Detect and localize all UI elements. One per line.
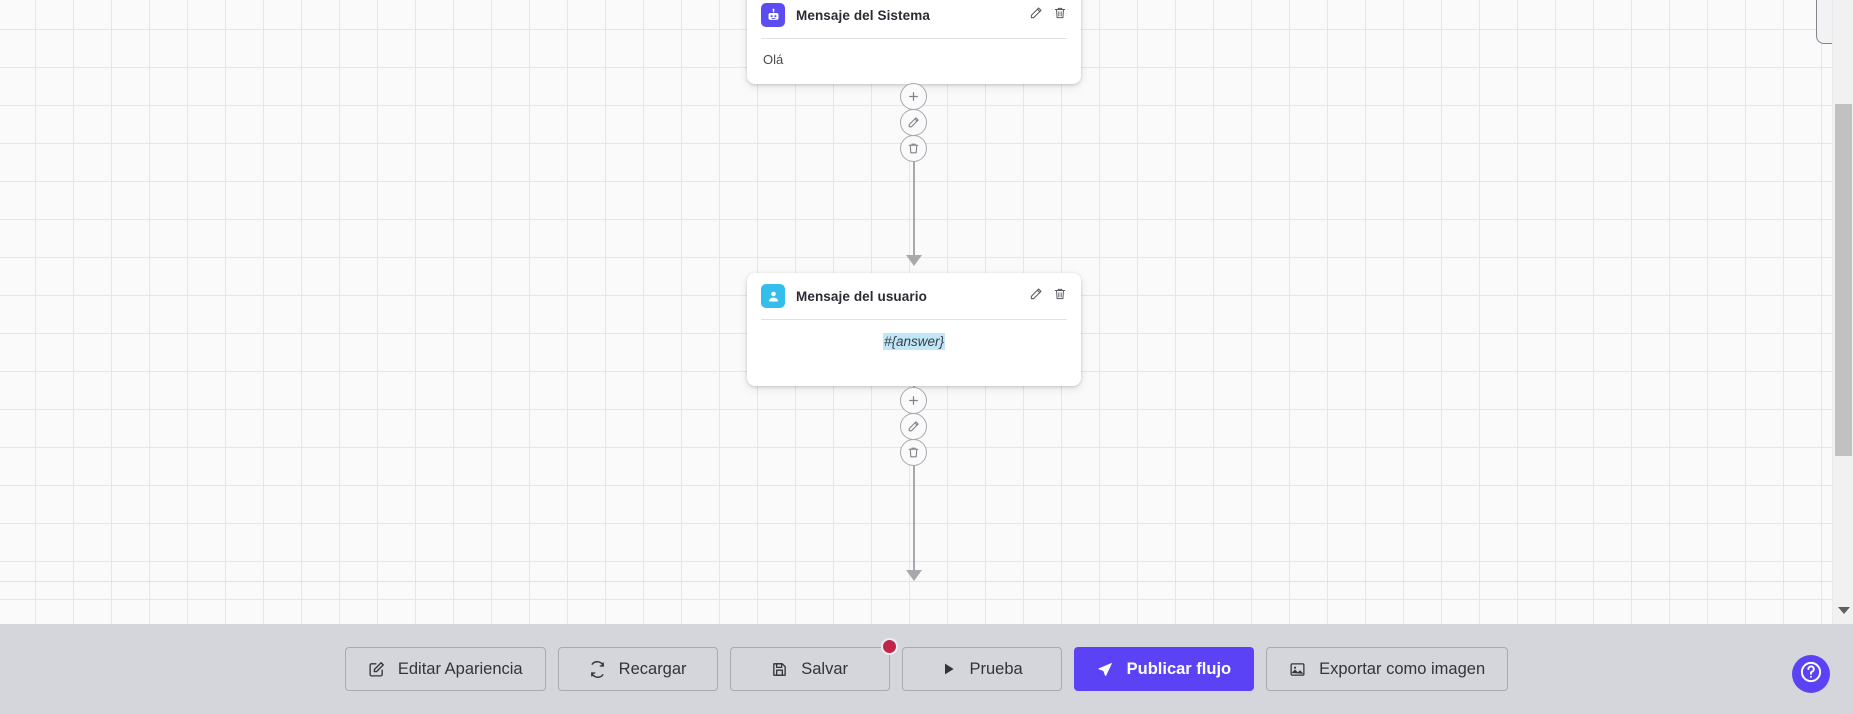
button-label: Recargar [618, 659, 687, 678]
export-as-image-button[interactable]: Exportar como imagen [1266, 647, 1509, 691]
flow-canvas[interactable]: Mensaje del Sistema [0, 0, 1853, 624]
button-label: Editar Apariencia [397, 659, 523, 678]
vertical-scrollbar[interactable] [1832, 0, 1853, 624]
robot-icon [761, 3, 785, 27]
help-button[interactable] [1792, 655, 1830, 693]
add-node-button[interactable] [900, 83, 927, 110]
publish-flow-button[interactable]: Publicar flujo [1073, 647, 1255, 691]
node-body-text: Olá [763, 52, 784, 67]
button-label: Publicar flujo [1126, 659, 1232, 678]
node-title: Mensaje del usuario [796, 288, 927, 304]
refresh-icon [589, 660, 606, 678]
connector-arrowhead-1 [906, 255, 922, 266]
connector-controls-2 [900, 387, 927, 466]
pencil-icon[interactable] [1029, 287, 1043, 306]
save-button[interactable]: Salvar [729, 638, 898, 691]
edit-appearance-button[interactable]: Editar Apariencia [344, 647, 546, 691]
connector-line-2 [913, 386, 915, 580]
button-label: Prueba [969, 659, 1023, 678]
edit-connection-button[interactable] [900, 109, 927, 136]
scrollbar-thumb[interactable] [1835, 104, 1852, 456]
flow-node-system-message[interactable]: Mensaje del Sistema [747, 0, 1081, 84]
connector-line-1 [913, 84, 915, 264]
question-mark-icon [1798, 659, 1824, 690]
reload-button[interactable]: Recargar [557, 647, 718, 691]
chevron-down-icon[interactable] [1833, 600, 1853, 620]
add-node-button[interactable] [900, 387, 927, 414]
delete-connection-button[interactable] [900, 135, 927, 162]
delete-connection-button[interactable] [900, 439, 927, 466]
test-button[interactable]: Prueba [901, 647, 1062, 691]
trash-icon[interactable] [1053, 6, 1067, 25]
connector-controls-1 [900, 83, 927, 162]
edit-connection-button[interactable] [900, 413, 927, 440]
rocket-icon [1097, 661, 1114, 678]
unsaved-changes-badge [880, 638, 898, 655]
node-divider [761, 319, 1067, 320]
edit-square-icon [368, 661, 385, 678]
trash-icon[interactable] [1053, 287, 1067, 306]
node-body-text: #{answer} [747, 320, 1081, 365]
connector-arrowhead-2 [906, 570, 922, 581]
button-label: Salvar [801, 659, 848, 678]
image-icon [1289, 661, 1306, 678]
save-icon [771, 661, 788, 678]
node-header: Mensaje del usuario [747, 273, 1081, 319]
flow-node-user-message[interactable]: Mensaje del usuario [747, 273, 1081, 386]
pencil-icon[interactable] [1029, 6, 1043, 25]
bottom-toolbar: Editar Apariencia Recargar [0, 624, 1853, 714]
node-actions [1029, 6, 1067, 25]
node-actions [1029, 287, 1067, 306]
node-divider [761, 38, 1067, 39]
play-icon [941, 661, 957, 677]
variable-token: #{answer} [882, 333, 946, 350]
button-label: Exportar como imagen [1319, 659, 1486, 678]
node-header: Mensaje del Sistema [747, 0, 1081, 38]
canvas-guide-line [0, 581, 1853, 582]
user-icon [761, 284, 785, 308]
node-title: Mensaje del Sistema [796, 7, 930, 23]
